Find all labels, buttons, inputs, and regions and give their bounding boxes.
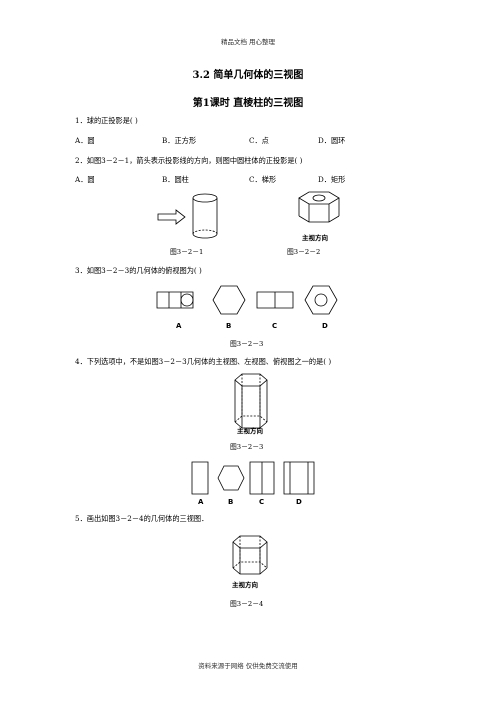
question-4-option-figures: [190, 460, 320, 496]
view-direction-label-q4: 主视方向: [237, 427, 263, 435]
question-2-option-c[interactable]: C．梯形: [249, 175, 277, 184]
projection-arrow-icon: [158, 210, 185, 224]
question-4-option-c-figure: [250, 462, 274, 494]
caption-3-2-1: 图3－2－1: [170, 248, 204, 256]
question-3-label-b[interactable]: B: [226, 322, 232, 330]
figure-3-2-4: [230, 534, 272, 578]
question-3-option-a-figure: [157, 292, 193, 308]
lesson-title: 第1课时 直棱柱的三视图: [192, 98, 304, 109]
question-2-option-d[interactable]: D．矩形: [318, 175, 346, 184]
question-2-option-b[interactable]: B．圆柱: [162, 175, 189, 184]
section-title: 3.2 简单几何体的三视图: [192, 70, 304, 81]
figure-3-2-2: [294, 190, 344, 240]
question-4-label-b[interactable]: B: [228, 498, 234, 506]
question-3-option-figures: [155, 284, 355, 320]
question-4-option-d-figure: [284, 462, 314, 494]
question-2-option-a[interactable]: A．圆: [75, 175, 95, 184]
view-direction-label-q5: 主视方向: [232, 581, 258, 589]
question-3-option-d-figure: [305, 286, 337, 314]
question-4-stem: 4．下列选项中，不是如图3－2－3几何体的主视图、左视图、俯视图之一的是( ): [75, 357, 332, 366]
question-1-option-a[interactable]: A．圆: [75, 136, 95, 145]
question-4-option-b-figure: [218, 466, 244, 490]
question-2-stem: 2．如图3－2－1，箭头表示投影线的方向，则图中圆柱体的正投影是( ): [75, 156, 303, 165]
page-header: 精品文档 用心整理: [220, 38, 276, 46]
figure-3-2-1: [158, 192, 228, 242]
caption-3-2-2: 图3－2－2: [287, 248, 321, 256]
question-5-stem: 5．画出如图3－2－4的几何体的三视图．: [75, 514, 209, 523]
question-4-label-d[interactable]: D: [296, 498, 302, 506]
figure-3-2-3-prism: [232, 372, 272, 432]
caption-3-2-3-a: 图3－2－3: [230, 340, 264, 348]
page-footer: 资料来源于网络 仅供免费交流使用: [198, 662, 298, 670]
question-4-label-a[interactable]: A: [198, 498, 204, 506]
question-3-option-c-figure: [257, 292, 293, 308]
question-3-label-c[interactable]: C: [272, 322, 278, 330]
question-1-option-c[interactable]: C．点: [249, 136, 269, 145]
question-3-stem: 3．如图3－2－3的几何体的俯视图为( ): [75, 266, 202, 275]
question-3-option-b-figure: [213, 286, 245, 314]
view-direction-label-q2: 主视方向: [302, 234, 328, 242]
question-1-option-d[interactable]: D．圆环: [318, 136, 346, 145]
question-4-label-c[interactable]: C: [259, 498, 265, 506]
question-1-stem: 1．球的正投影是( ): [75, 116, 138, 125]
question-3-label-d[interactable]: D: [322, 322, 328, 330]
question-3-label-a[interactable]: A: [176, 322, 182, 330]
caption-3-2-3-b: 图3－2－3: [230, 443, 264, 451]
question-4-option-a-figure: [192, 462, 208, 494]
caption-3-2-4: 图3－2－4: [230, 600, 264, 608]
question-1-option-b[interactable]: B．正方形: [162, 136, 197, 145]
